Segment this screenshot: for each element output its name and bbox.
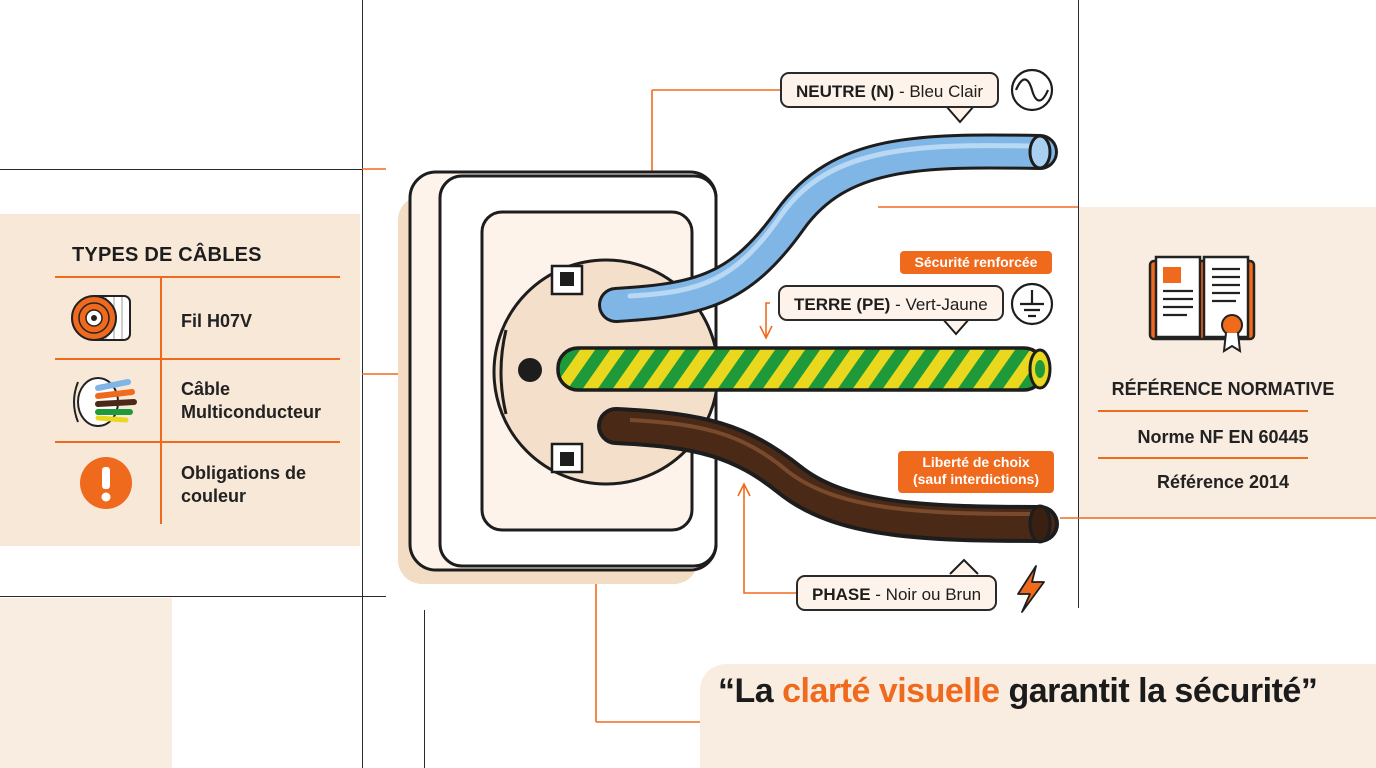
cable-spool-icon xyxy=(71,295,131,341)
ground-icon xyxy=(1010,282,1054,326)
choice-badge-line2: (sauf interdictions) xyxy=(912,471,1039,487)
neutral-wire xyxy=(601,136,1055,320)
frame-rule xyxy=(1078,0,1079,608)
neutral-callout: NEUTRE (N) - Bleu Clair xyxy=(780,72,1000,108)
norm-label: Norme NF EN 60445 xyxy=(1137,427,1309,447)
quote-highlight: clarté visuelle xyxy=(782,672,1000,710)
frame-rule xyxy=(0,596,386,597)
phase-callout: PHASE - Noir ou Brun xyxy=(796,575,998,611)
normative-reference-panel: RÉFÉRENCE NORMATIVE Norme NF EN 60445 Ré… xyxy=(1078,207,1376,519)
normative-reference-title: RÉFÉRENCE NORMATIVE xyxy=(1111,379,1335,399)
phase-callout-color: - Noir ou Brun xyxy=(870,585,982,604)
earth-callout-color: - Vert-Jaune xyxy=(890,295,988,314)
quote-band xyxy=(700,664,1376,768)
neutral-callout-code: NEUTRE (N) xyxy=(796,82,895,101)
phase-wire xyxy=(601,411,1055,539)
divider xyxy=(55,441,340,443)
earth-callout-code: TERRE (PE) xyxy=(794,295,891,314)
security-badge: Sécurité renforcée xyxy=(900,251,1052,274)
frame-rule xyxy=(0,169,362,170)
cable-types-title: TYPES DE CÂBLES xyxy=(72,244,262,266)
safety-quote: “La clarté visuelle garantit la sécurité… xyxy=(718,672,1318,711)
cable-type-label-h07v: Fil H07V xyxy=(181,311,253,331)
lightning-icon xyxy=(1017,565,1045,613)
cable-type-label-color-obligations: Obligations de couleur xyxy=(181,463,307,506)
phase-callout-code: PHASE xyxy=(812,585,871,604)
earth-callout: TERRE (PE) - Vert-Jaune xyxy=(778,285,1004,321)
divider xyxy=(55,358,340,360)
divider xyxy=(55,276,340,278)
multiconductor-cable-icon xyxy=(73,377,137,427)
neutral-callout-color: - Bleu Clair xyxy=(894,82,984,101)
standards-book-icon xyxy=(1148,255,1256,353)
quote-start: “La xyxy=(718,672,783,710)
choice-badge: Liberté de choix (sauf interdictions) xyxy=(898,451,1054,493)
divider xyxy=(1098,457,1308,459)
frame-rule xyxy=(424,610,425,768)
socket-hole xyxy=(518,358,542,382)
reference-year: Référence 2014 xyxy=(1156,472,1290,492)
cable-types-panel: TYPES DE CÂBLES Fil H07V Câble Multicond… xyxy=(0,214,360,546)
quote-end: garantit la sécurité” xyxy=(999,672,1318,710)
cable-type-label-multiconductor: Câble Multiconducteur xyxy=(181,379,321,422)
earth-wire xyxy=(556,346,1046,392)
exclamation-icon xyxy=(80,457,132,509)
divider xyxy=(160,276,162,524)
alternating-current-icon xyxy=(1010,68,1054,112)
decorative-block xyxy=(0,598,172,768)
choice-badge-line1: Liberté de choix xyxy=(922,454,1030,470)
divider xyxy=(1098,410,1308,412)
frame-rule xyxy=(362,0,363,768)
